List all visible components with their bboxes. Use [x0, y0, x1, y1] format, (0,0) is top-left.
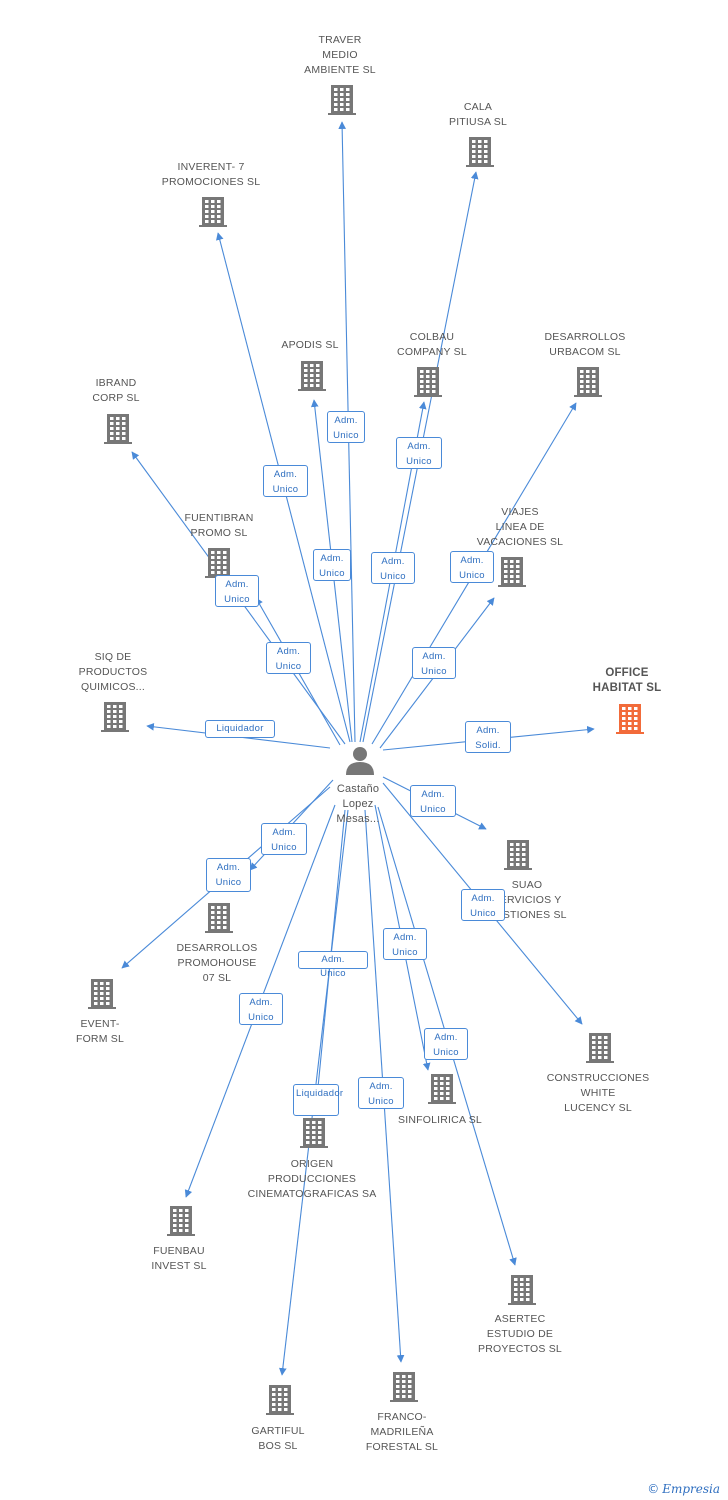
role-tag-asertec[interactable]: Adm. Unico — [424, 1028, 468, 1060]
company-label-sinfolirica[interactable]: SINFOLIRICA SL — [398, 1114, 482, 1126]
building-icon-fuentibran[interactable] — [205, 548, 233, 578]
role-tag-suao[interactable]: Adm. Unico — [410, 785, 456, 817]
company-label-traver[interactable]: TRAVER MEDIO AMBIENTE SL — [304, 34, 376, 76]
role-tag-inverent[interactable]: Adm. Unico — [263, 465, 308, 497]
building-icon-colbau[interactable] — [414, 367, 442, 397]
person-icon[interactable] — [346, 747, 374, 775]
building-icon-origen[interactable] — [300, 1118, 328, 1148]
company-label-construcciones[interactable]: CONSTRUCCIONES WHITE LUCENCY SL — [546, 1072, 650, 1114]
company-label-franco[interactable]: FRANCO- MADRILEÑA FORESTAL SL — [365, 1411, 439, 1453]
company-label-colbau[interactable]: COLBAU COMPANY SL — [397, 331, 467, 358]
building-icon-asertec[interactable] — [508, 1275, 536, 1305]
company-label-fuenbau[interactable]: FUENBAU INVEST SL — [151, 1245, 207, 1272]
building-icon-promohouse[interactable] — [205, 903, 233, 933]
building-icon-inverent[interactable] — [199, 197, 227, 227]
company-label-event[interactable]: EVENT- FORM SL — [75, 1018, 125, 1045]
company-label-siq[interactable]: SIQ DE PRODUCTOS QUIMICOS... — [78, 651, 148, 693]
building-icon-suao[interactable] — [504, 840, 532, 870]
role-tag-extra-2[interactable]: Adm. Unico — [261, 823, 307, 855]
role-tag-franco[interactable]: Adm. Unico — [358, 1077, 404, 1109]
building-icon-office[interactable] — [616, 704, 644, 734]
company-label-asertec[interactable]: ASERTEC ESTUDIO DE PROYECTOS SL — [478, 1313, 562, 1355]
building-icon-ibrand[interactable] — [104, 414, 132, 444]
role-tag-office[interactable]: Adm. Solid. — [465, 721, 511, 753]
role-tag-extra-1[interactable]: Adm. Unico — [266, 642, 311, 674]
role-tag-fuenbau[interactable]: Adm. Unico — [239, 993, 283, 1025]
role-tag-siq[interactable]: Liquidador — [205, 720, 275, 738]
building-icon-event[interactable] — [88, 979, 116, 1009]
building-icon-viajes[interactable] — [498, 557, 526, 587]
role-tag-ibrand[interactable]: Adm. Unico — [215, 575, 259, 607]
company-label-apodis[interactable]: APODIS SL — [281, 339, 339, 351]
company-label-office[interactable]: OFFICE HABITAT SL — [592, 667, 662, 694]
building-icon-sinfolirica[interactable] — [428, 1074, 456, 1104]
role-tag-apodis[interactable]: Adm. Unico — [313, 549, 351, 581]
building-icon-gartiful[interactable] — [266, 1385, 294, 1415]
company-label-origen[interactable]: ORIGEN PRODUCCIONES CINEMATOGRAFICAS SA — [247, 1158, 377, 1200]
person-label[interactable]: Castaño Lopez Mesas... — [336, 783, 380, 825]
role-tag-cala[interactable]: Adm. Unico — [396, 437, 442, 469]
company-label-desarrollos_urbacom[interactable]: DESARROLLOS URBACOM SL — [544, 331, 626, 358]
company-label-gartiful[interactable]: GARTIFUL BOS SL — [251, 1425, 305, 1452]
company-label-ibrand[interactable]: IBRAND CORP SL — [92, 377, 140, 404]
building-icon-fuenbau[interactable] — [167, 1206, 195, 1236]
role-tag-colbau[interactable]: Adm. Unico — [371, 552, 415, 584]
role-tag-sinfolirica[interactable]: Adm. Unico — [383, 928, 427, 960]
building-icon-siq[interactable] — [101, 702, 129, 732]
role-tag-event[interactable]: Adm. Unico — [206, 858, 251, 892]
role-tag-viajes[interactable]: Adm. Unico — [412, 647, 456, 679]
building-icon-traver[interactable] — [328, 85, 356, 115]
role-tag-gartiful[interactable]: Liquidador — [293, 1084, 343, 1116]
role-tag-origen[interactable]: Adm. Unico — [298, 951, 368, 979]
company-label-cala[interactable]: CALA PITIUSA SL — [448, 101, 508, 128]
company-label-fuentibran[interactable]: FUENTIBRAN PROMO SL — [184, 512, 254, 539]
building-icon-desarrollos_urbacom[interactable] — [574, 367, 602, 397]
empresia-logo[interactable]: ©Empresia — [647, 1482, 720, 1496]
role-tag-traver[interactable]: Adm. Unico — [327, 411, 365, 443]
role-tag-construcciones[interactable]: Adm. Unico — [461, 889, 505, 921]
building-icon-cala[interactable] — [466, 137, 494, 167]
building-icon-apodis[interactable] — [298, 361, 326, 391]
building-icon-construcciones[interactable] — [586, 1033, 614, 1063]
company-label-promohouse[interactable]: DESARROLLOS PROMOHOUSE 07 SL — [176, 942, 258, 984]
company-label-inverent[interactable]: INVERENT- 7 PROMOCIONES SL — [161, 161, 261, 188]
company-label-viajes[interactable]: VIAJES LINEA DE VACACIONES SL — [476, 506, 564, 548]
role-tag-desarrollos_urbacom[interactable]: Adm. Unico — [450, 551, 494, 583]
building-icon-franco[interactable] — [390, 1372, 418, 1402]
